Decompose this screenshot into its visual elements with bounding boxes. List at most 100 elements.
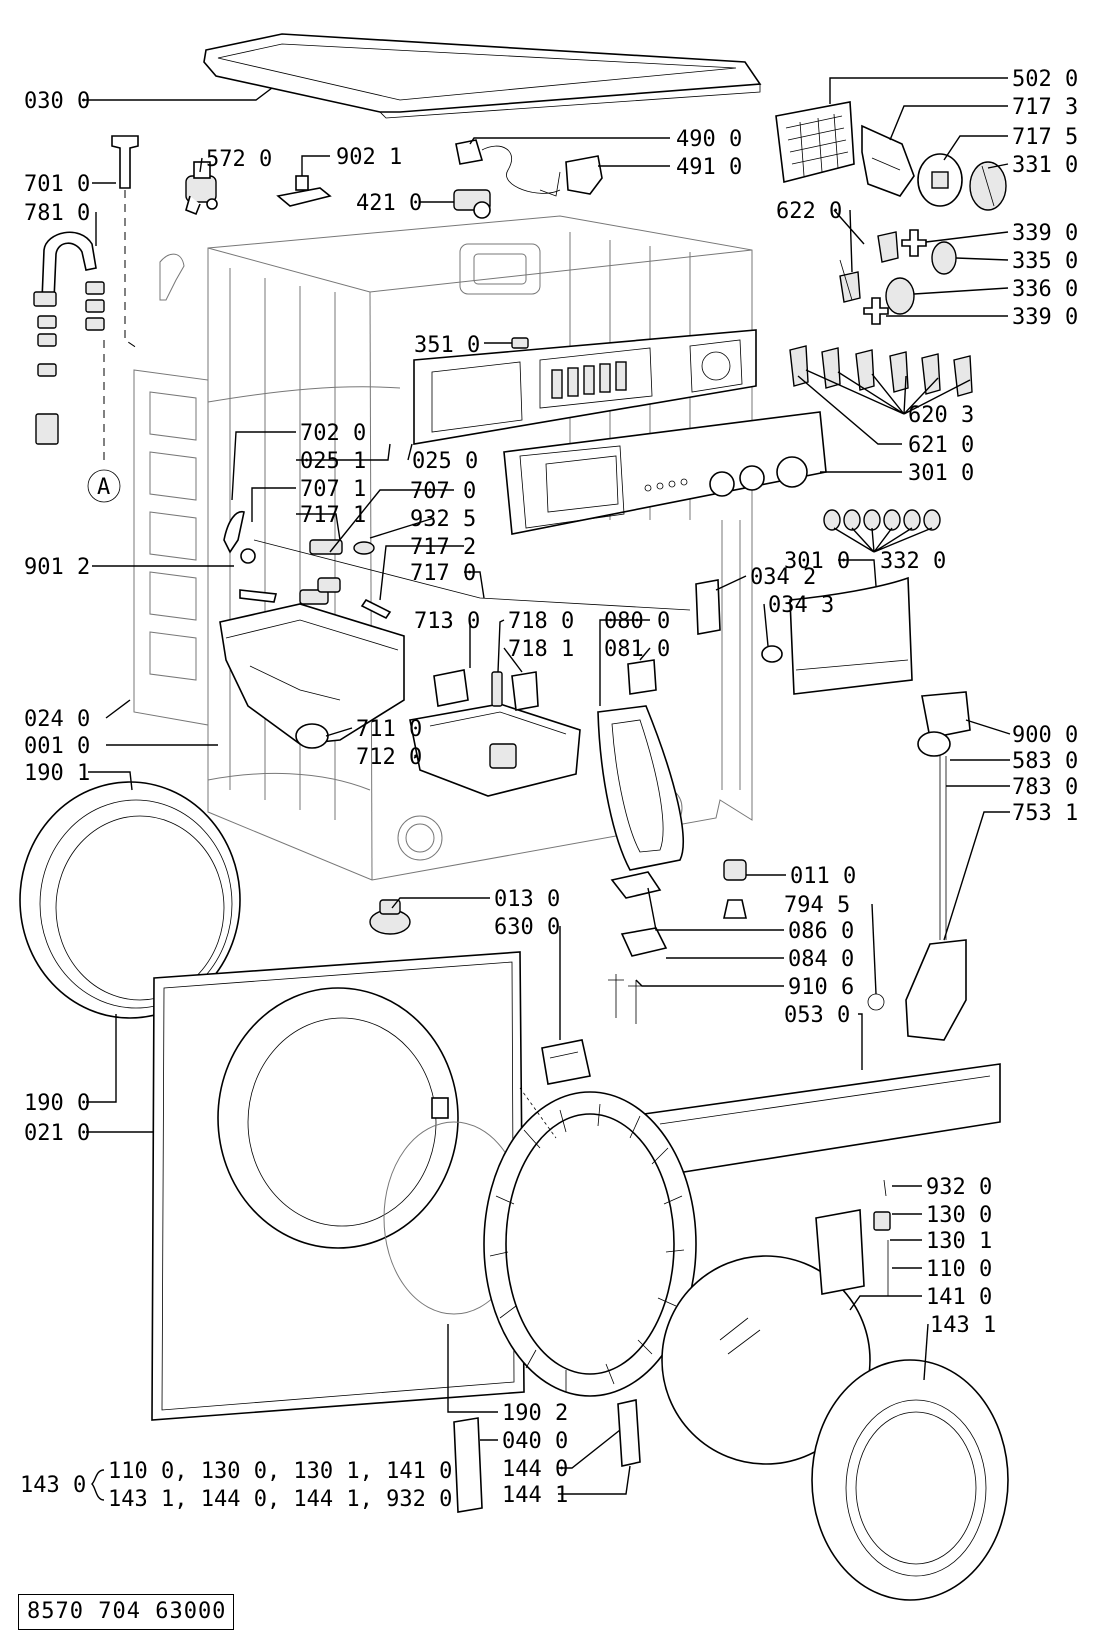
callout-717-0: 717 0 bbox=[410, 561, 476, 586]
callout-701-0: 701 0 bbox=[24, 172, 90, 197]
knob-bracket-part bbox=[861, 124, 915, 197]
callout-621-0: 621 0 bbox=[908, 433, 974, 458]
door-outer-ring-part bbox=[811, 1359, 1009, 1601]
inlet-valve-part bbox=[185, 161, 218, 216]
door-frame-ring-part bbox=[383, 1087, 697, 1397]
document-code: 8570 704 63000 bbox=[27, 1599, 227, 1624]
callout-717-1: 717 1 bbox=[300, 503, 366, 528]
callout-932-0: 932 0 bbox=[926, 1175, 992, 1200]
callout-013-0: 013 0 bbox=[494, 887, 560, 912]
kit-brace bbox=[91, 1469, 105, 1501]
callout-491-0: 491 0 bbox=[676, 155, 742, 180]
callout-034-3: 034 3 bbox=[768, 593, 834, 618]
callout-717-2: 717 2 bbox=[410, 535, 476, 560]
callout-040-0: 040 0 bbox=[502, 1429, 568, 1454]
callout-084-0: 084 0 bbox=[788, 947, 854, 972]
callout-190-1: 190 1 bbox=[24, 761, 90, 786]
control-board-part bbox=[775, 101, 855, 184]
door-glass-part bbox=[661, 1255, 871, 1465]
hinge-clips-part bbox=[695, 579, 783, 663]
callout-707-0: 707 0 bbox=[410, 479, 476, 504]
callout-A: A bbox=[97, 475, 110, 500]
callout-190-0: 190 0 bbox=[24, 1091, 90, 1116]
callout-794-5: 794 5 bbox=[784, 893, 850, 918]
callout-130-0: 130 0 bbox=[926, 1203, 992, 1228]
program-knob-part bbox=[969, 161, 1007, 211]
screw-351-part bbox=[511, 337, 529, 349]
callout-339-0-b: 339 0 bbox=[1012, 305, 1078, 330]
tub-gasket-part bbox=[19, 781, 241, 1019]
door-seal-clip-part bbox=[597, 659, 684, 871]
kick-plate-part bbox=[643, 1063, 1001, 1179]
top-cover-part bbox=[203, 33, 762, 119]
callout-932-5: 932 5 bbox=[410, 507, 476, 532]
callout-351-0: 351 0 bbox=[414, 333, 480, 358]
callout-331-0: 331 0 bbox=[1012, 153, 1078, 178]
callout-622-0: 622 0 bbox=[776, 199, 842, 224]
door-lock-part bbox=[541, 1039, 591, 1085]
door-handle-part bbox=[815, 1179, 891, 1296]
cable-assembly-part bbox=[455, 139, 603, 197]
feet-and-clips-part bbox=[369, 859, 885, 1024]
callout-630-0: 630 0 bbox=[494, 915, 560, 940]
callout-034-2: 034 2 bbox=[750, 565, 816, 590]
callout-130-1: 130 1 bbox=[926, 1229, 992, 1254]
callout-712-0: 712 0 bbox=[356, 745, 422, 770]
callout-910-6: 910 6 bbox=[788, 975, 854, 1000]
callout-144-0: 144 0 bbox=[502, 1457, 568, 1482]
dispenser-small-parts bbox=[433, 669, 539, 711]
small-knobs-part bbox=[839, 229, 957, 325]
callout-335-0: 335 0 bbox=[1012, 249, 1078, 274]
callout-086-0: 086 0 bbox=[788, 919, 854, 944]
callout-583-0: 583 0 bbox=[1012, 749, 1078, 774]
control-fascia-part bbox=[503, 411, 827, 535]
callout-702-0: 702 0 bbox=[300, 421, 366, 446]
hinge-plate-part bbox=[617, 1399, 641, 1467]
kit-id-label: 143 0 bbox=[20, 1473, 86, 1498]
hose-fitting-part bbox=[159, 253, 185, 301]
callout-332-0: 332 0 bbox=[880, 549, 946, 574]
callout-labels: 030 0 502 0 717 3 717 5 331 0 572 0 902 … bbox=[20, 67, 1078, 1512]
callout-502-0: 502 0 bbox=[1012, 67, 1078, 92]
callout-025-1: 025 1 bbox=[300, 449, 366, 474]
callout-053-0: 053 0 bbox=[784, 1003, 850, 1028]
callout-901-2: 901 2 bbox=[24, 555, 90, 580]
dispenser-housing-part bbox=[219, 589, 405, 749]
callout-190-2: 190 2 bbox=[502, 1401, 568, 1426]
kit-contents-line-1: 110 0, 130 0, 130 1, 141 0 bbox=[108, 1459, 452, 1484]
callout-572-0: 572 0 bbox=[206, 147, 272, 172]
callout-336-0: 336 0 bbox=[1012, 277, 1078, 302]
dispenser-handle-part bbox=[789, 576, 913, 695]
callout-339-0-a: 339 0 bbox=[1012, 221, 1078, 246]
callout-301-0-a: 301 0 bbox=[908, 461, 974, 486]
callout-620-3: 620 3 bbox=[908, 403, 974, 428]
callout-143-1: 143 1 bbox=[930, 1313, 996, 1338]
callout-025-0: 025 0 bbox=[412, 449, 478, 474]
callout-900-0: 900 0 bbox=[1012, 723, 1078, 748]
callout-110-0: 110 0 bbox=[926, 1257, 992, 1282]
back-panel-part bbox=[133, 369, 209, 726]
callout-081-0: 081 0 bbox=[604, 637, 670, 662]
callout-011-0: 011 0 bbox=[790, 864, 856, 889]
document-code-box: 8570 704 63000 bbox=[18, 1594, 234, 1630]
callout-030-0: 030 0 bbox=[24, 89, 90, 114]
knob-disc-part bbox=[917, 153, 963, 207]
callout-781-0: 781 0 bbox=[24, 201, 90, 226]
callout-902-1: 902 1 bbox=[336, 145, 402, 170]
callout-301-0-b: 301 0 bbox=[784, 549, 850, 574]
front-panel-part bbox=[151, 951, 525, 1421]
callout-421-0: 421 0 bbox=[356, 191, 422, 216]
callout-717-3: 717 3 bbox=[1012, 95, 1078, 120]
callout-141-0: 141 0 bbox=[926, 1285, 992, 1310]
callout-490-0: 490 0 bbox=[676, 127, 742, 152]
callout-783-0: 783 0 bbox=[1012, 775, 1078, 800]
callout-711-0: 711 0 bbox=[356, 717, 422, 742]
control-panel-frame-part bbox=[413, 329, 757, 445]
button-caps-part bbox=[823, 509, 941, 531]
callout-718-0: 718 0 bbox=[508, 609, 574, 634]
pressure-switch-part bbox=[905, 691, 971, 1041]
callout-718-1: 718 1 bbox=[508, 637, 574, 662]
detergent-drawer-part bbox=[409, 703, 581, 797]
filter-module-part bbox=[453, 189, 491, 219]
